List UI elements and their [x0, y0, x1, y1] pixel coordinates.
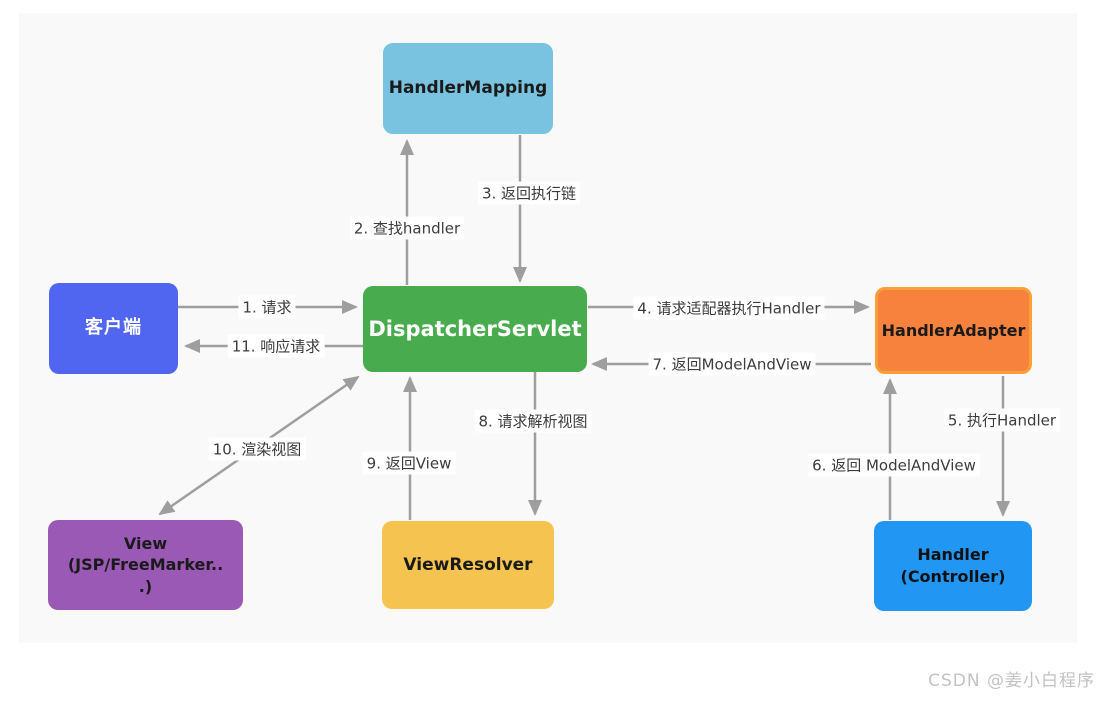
node-handler-mapping-label: HandlerMapping — [388, 78, 548, 99]
edge-label-step10: 10. 渲染视图 — [208, 437, 306, 461]
edge-label-step11: 11. 响应请求 — [227, 334, 325, 358]
edge-label-step9: 9. 返回View — [362, 451, 456, 475]
edge-label-step5: 5. 执行Handler — [943, 408, 1061, 432]
edge-label-step3: 3. 返回执行链 — [477, 181, 581, 205]
csdn-watermark: CSDN @姜小白程序 — [928, 671, 1095, 691]
node-handler-mapping: HandlerMapping — [383, 43, 553, 134]
node-handler-controller: Handler (Controller) — [874, 521, 1032, 611]
node-handler-controller-label-line1: Handler — [917, 545, 989, 565]
node-handler-adapter-label: HandlerAdapter — [881, 320, 1026, 340]
node-view-label-line1: View — [123, 533, 168, 553]
node-view-label-line2: (JSP/FreeMarker.. — [67, 555, 224, 575]
edge-label-step4: 4. 请求适配器执行Handler — [633, 296, 825, 320]
node-handler-controller-label-line2: (Controller) — [900, 567, 1006, 586]
node-handler-adapter: HandlerAdapter — [875, 287, 1032, 374]
node-view-label-line3: .) — [138, 576, 153, 596]
edge-label-step1: 1. 请求 — [238, 295, 296, 319]
edge-label-step8: 8. 请求解析视图 — [474, 409, 592, 433]
node-dispatcher-servlet-label: DispatcherServlet — [368, 316, 582, 341]
node-client: 客户端 — [49, 283, 178, 374]
node-view-resolver-label: ViewResolver — [403, 554, 533, 575]
edge-label-step6: 6. 返回 ModelAndView — [808, 453, 980, 477]
edge-label-step7: 7. 返回ModelAndView — [648, 352, 816, 376]
node-dispatcher-servlet: DispatcherServlet — [363, 286, 587, 372]
node-view: View (JSP/FreeMarker.. .) — [48, 520, 243, 610]
edge-label-step2: 2. 查找handler — [349, 216, 465, 240]
node-client-label: 客户端 — [85, 317, 142, 339]
node-view-resolver: ViewResolver — [382, 521, 554, 609]
